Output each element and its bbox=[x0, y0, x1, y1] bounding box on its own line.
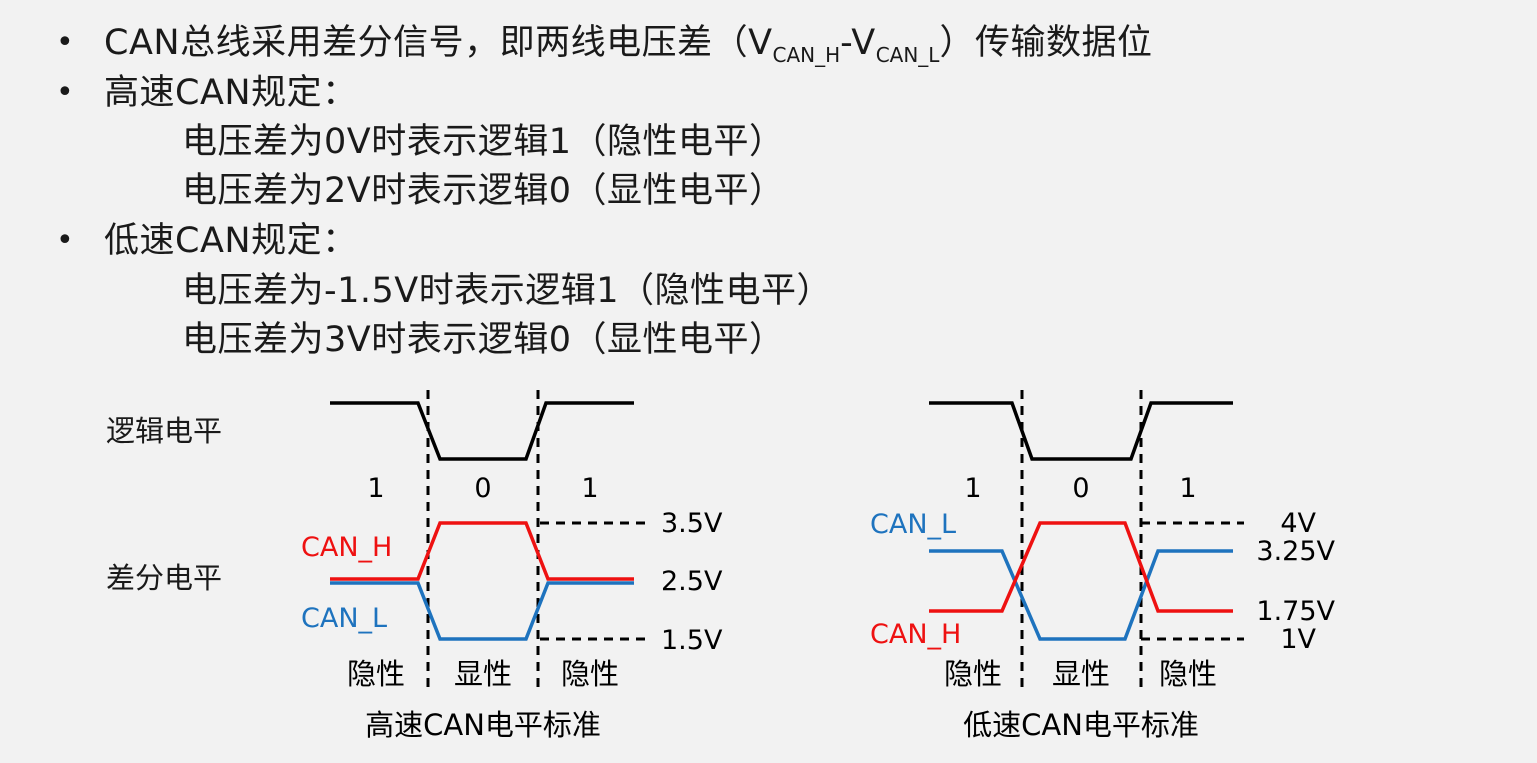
hs-bit-label: 1 bbox=[581, 473, 598, 504]
hs-state-label: 显性 bbox=[454, 657, 512, 691]
bullet-dot-icon: • bbox=[56, 75, 75, 110]
sub-line-hs-recessive: 电压差为0V时表示逻辑1（隐性电平） bbox=[182, 122, 785, 162]
ls-can-l-label: CAN_L bbox=[870, 509, 956, 540]
hs-bit-label: 1 bbox=[367, 473, 384, 504]
ls-voltage-label: 4V bbox=[1280, 508, 1316, 539]
sub-line-ls-recessive: 电压差为-1.5V时表示逻辑1（隐性电平） bbox=[182, 271, 833, 311]
low-speed-diagram: 1 0 1 CAN_L CAN_H 4V 3.25V 1.75V 1V 隐性 显… bbox=[870, 390, 1336, 742]
ls-can-l-waveform bbox=[929, 549, 1233, 641]
bullet-dot-icon: • bbox=[56, 25, 75, 60]
ls-bit-label: 0 bbox=[1072, 473, 1089, 504]
hs-can-l-label: CAN_L bbox=[301, 603, 387, 634]
bullet-list: • CAN总线采用差分信号，即两线电压差（VCAN_H-VCAN_L）传输数据位… bbox=[56, 23, 1153, 360]
ls-can-h-label: CAN_H bbox=[870, 619, 961, 650]
sub-line-hs-dominant: 电压差为2V时表示逻辑0（显性电平） bbox=[182, 171, 785, 211]
ls-bit-label: 1 bbox=[1179, 473, 1196, 504]
ls-voltage-label: 3.25V bbox=[1256, 536, 1335, 567]
bullet-dot-icon: • bbox=[56, 223, 75, 258]
hs-voltage-label: 1.5V bbox=[661, 625, 723, 656]
hs-voltage-label: 3.5V bbox=[661, 508, 723, 539]
row-label-logic: 逻辑电平 bbox=[106, 414, 222, 448]
ls-voltage-label: 1V bbox=[1280, 624, 1316, 655]
ls-caption: 低速CAN电平标准 bbox=[963, 708, 1199, 742]
hs-bit-label: 0 bbox=[474, 473, 491, 504]
hs-state-label: 隐性 bbox=[561, 657, 619, 691]
hs-can-h-waveform bbox=[330, 521, 634, 581]
ls-logic-waveform bbox=[929, 401, 1233, 461]
high-speed-diagram: 1 0 1 CAN_H CAN_L 3.5V 2.5V 1.5V 隐性 显性 隐… bbox=[301, 390, 723, 742]
sub-line-ls-dominant: 电压差为3V时表示逻辑0（显性电平） bbox=[182, 320, 785, 360]
row-label-diff: 差分电平 bbox=[106, 561, 222, 595]
hs-state-label: 隐性 bbox=[347, 657, 405, 691]
hs-can-h-label: CAN_H bbox=[301, 532, 392, 563]
ls-can-h-waveform bbox=[929, 521, 1233, 613]
ls-voltage-label: 1.75V bbox=[1256, 596, 1335, 627]
hs-can-l-waveform bbox=[330, 581, 634, 641]
hs-caption: 高速CAN电平标准 bbox=[365, 708, 601, 742]
hs-logic-waveform bbox=[330, 401, 634, 461]
ls-bit-label: 1 bbox=[964, 473, 981, 504]
ls-state-label: 显性 bbox=[1052, 657, 1110, 691]
hs-voltage-label: 2.5V bbox=[661, 566, 723, 597]
ls-state-label: 隐性 bbox=[944, 657, 1002, 691]
ls-state-label: 隐性 bbox=[1159, 657, 1217, 691]
